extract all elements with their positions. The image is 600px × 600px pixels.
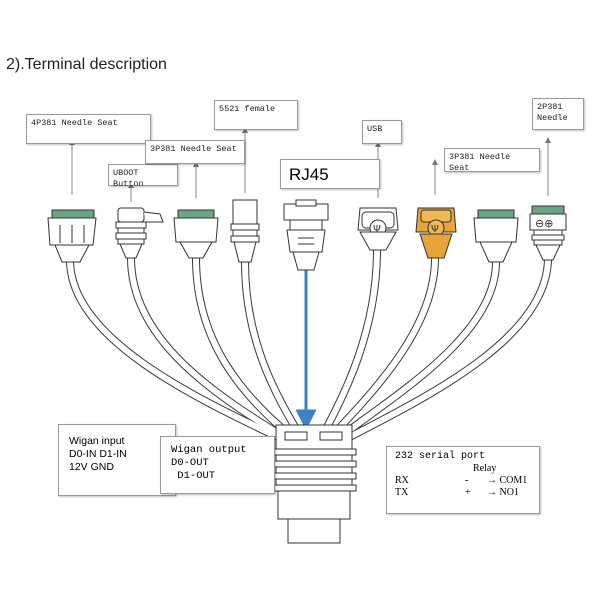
- label-usb: USB: [362, 120, 402, 144]
- wigan-output-line: D0-OUT: [171, 457, 209, 469]
- cables: [66, 246, 552, 444]
- label-uboot-button: UBOOT Button: [108, 164, 178, 189]
- serial-target-tx: → NO1: [487, 487, 519, 498]
- serial-port-title: 232 serial port: [395, 451, 486, 462]
- wigan-input-line: 12V GND: [69, 461, 114, 473]
- connector-5521: [230, 199, 260, 263]
- wigan-input-box: Wigan input D0-IN D1-IN 12V GND: [58, 424, 176, 496]
- serial-relay-row: Relay: [395, 463, 531, 475]
- connector-usb-white: Ψ: [357, 207, 399, 251]
- label-2p381-needle: 2P381 Needle: [532, 98, 584, 130]
- wigan-output-line: Wigan output: [171, 444, 247, 456]
- serial-sign-rx: -: [465, 475, 469, 486]
- svg-text:Ψ: Ψ: [431, 224, 439, 235]
- label-3p381-needle-seat-left: 3P381 Needle Seat: [145, 140, 245, 164]
- connector-4p381: [47, 209, 97, 263]
- serial-sign-tx: +: [465, 487, 471, 498]
- label-5521-female: 5521 female: [214, 100, 298, 130]
- connector-usb-orange: Ψ: [415, 207, 457, 259]
- svg-text:⊖⊕: ⊖⊕: [535, 217, 553, 230]
- label-rj45: RJ45: [280, 159, 380, 189]
- section-heading: 2).Terminal description: [6, 56, 167, 73]
- connector-3p381-left: [173, 209, 219, 259]
- wigan-output-line: D1-OUT: [171, 470, 216, 482]
- label-2p381-line-2: Needle: [537, 113, 568, 123]
- connector-2p381: ⊖⊕: [529, 205, 567, 261]
- label-4p381-needle-seat: 4P381 Needle Seat: [26, 114, 151, 144]
- connector-uboot: [115, 207, 164, 259]
- label-2p381-line-1: 2P381: [537, 102, 563, 112]
- serial-pin-tx: TX: [395, 487, 409, 498]
- serial-port-box: 232 serial port Relay RX - → COM1 TX + →…: [386, 446, 540, 514]
- connector-3p381-right: [473, 209, 519, 263]
- serial-relay-label: Relay: [473, 463, 497, 474]
- wigan-output-box: Wigan output D0-OUT D1-OUT: [160, 436, 275, 494]
- main-connector: [271, 424, 357, 544]
- wigan-input-line: D0-IN D1-IN: [69, 448, 127, 460]
- serial-row-rx: RX - → COM1: [395, 475, 531, 487]
- serial-target-rx: → COM1: [487, 475, 528, 486]
- label-3p381-needle-seat-right: 3P381 Needle Seat: [444, 148, 540, 173]
- svg-text:Ψ: Ψ: [373, 224, 381, 235]
- wigan-input-line: Wigan input: [69, 435, 125, 447]
- serial-pin-rx: RX: [395, 475, 409, 486]
- connector-rj45: [283, 199, 329, 271]
- serial-row-tx: TX + → NO1: [395, 487, 531, 499]
